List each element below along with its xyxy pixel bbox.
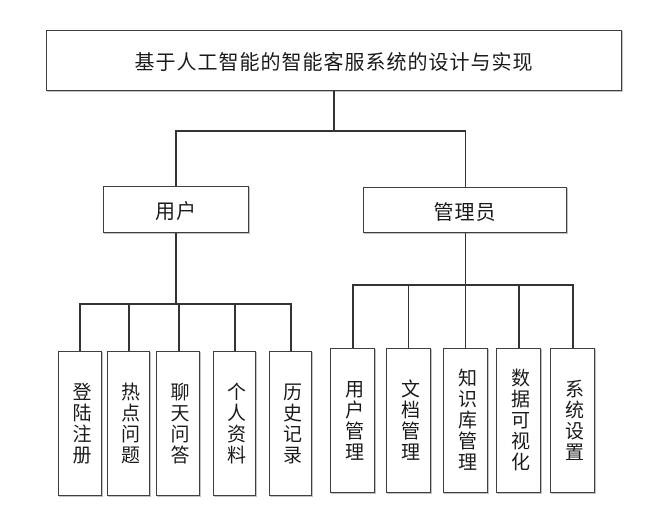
connector-line — [407, 284, 409, 348]
connector-line — [234, 303, 236, 351]
root-box: 基于人工智能的智能客服系统的设计与实现 — [46, 30, 622, 91]
leaf-label-data-visualization: 数据可视化 — [508, 368, 529, 473]
connector-line — [333, 91, 335, 131]
leaf-box-knowledge-management: 知识库管理 — [443, 348, 488, 493]
connector-line — [79, 303, 291, 305]
leaf-label-doc-management: 文档管理 — [398, 378, 419, 463]
connector-line — [464, 130, 466, 187]
leaf-label-profile: 个人资料 — [224, 381, 245, 466]
connector-line — [290, 303, 292, 351]
leaf-label-history: 历史记录 — [280, 381, 301, 466]
leaf-label-chat-qa: 聊天问答 — [167, 381, 189, 466]
leaf-box-doc-management: 文档管理 — [386, 348, 431, 493]
leaf-box-system-settings: 系统设置 — [550, 348, 595, 493]
connector-line — [79, 303, 81, 351]
connector-line — [128, 303, 130, 351]
connector-line — [352, 284, 354, 348]
connector-line — [352, 284, 573, 286]
connector-line — [464, 233, 466, 285]
connector-line — [175, 130, 466, 132]
leaf-label-hot-questions: 热点问题 — [118, 381, 139, 466]
root-title: 基于人工智能的智能客服系统的设计与实现 — [134, 52, 534, 74]
connector-line — [464, 284, 466, 348]
connector-line — [572, 284, 574, 348]
leaf-label-user-management: 用户管理 — [342, 378, 363, 463]
connector-line — [175, 130, 177, 186]
connector-line — [175, 233, 177, 304]
leaf-box-user-management: 用户管理 — [330, 348, 375, 493]
leaf-box-hot-questions: 热点问题 — [107, 351, 150, 496]
leaf-box-data-visualization: 数据可视化 — [496, 348, 541, 493]
leaf-label-knowledge-management: 知识库管理 — [455, 368, 476, 473]
connector-line — [518, 284, 520, 348]
leaf-box-chat-qa: 聊天问答 — [156, 351, 200, 496]
connector-line — [178, 303, 180, 351]
branch-user-label: 用户 — [155, 201, 197, 223]
leaf-label-login-register: 登陆注册 — [69, 381, 91, 466]
branch-admin-label: 管理员 — [433, 201, 497, 224]
leaf-label-system-settings: 系统设置 — [562, 378, 583, 463]
branch-box-admin: 管理员 — [363, 187, 567, 233]
leaf-box-profile: 个人资料 — [213, 351, 256, 496]
leaf-box-history: 历史记录 — [269, 351, 312, 496]
leaf-box-login-register: 登陆注册 — [58, 351, 102, 496]
branch-box-user: 用户 — [103, 186, 249, 233]
